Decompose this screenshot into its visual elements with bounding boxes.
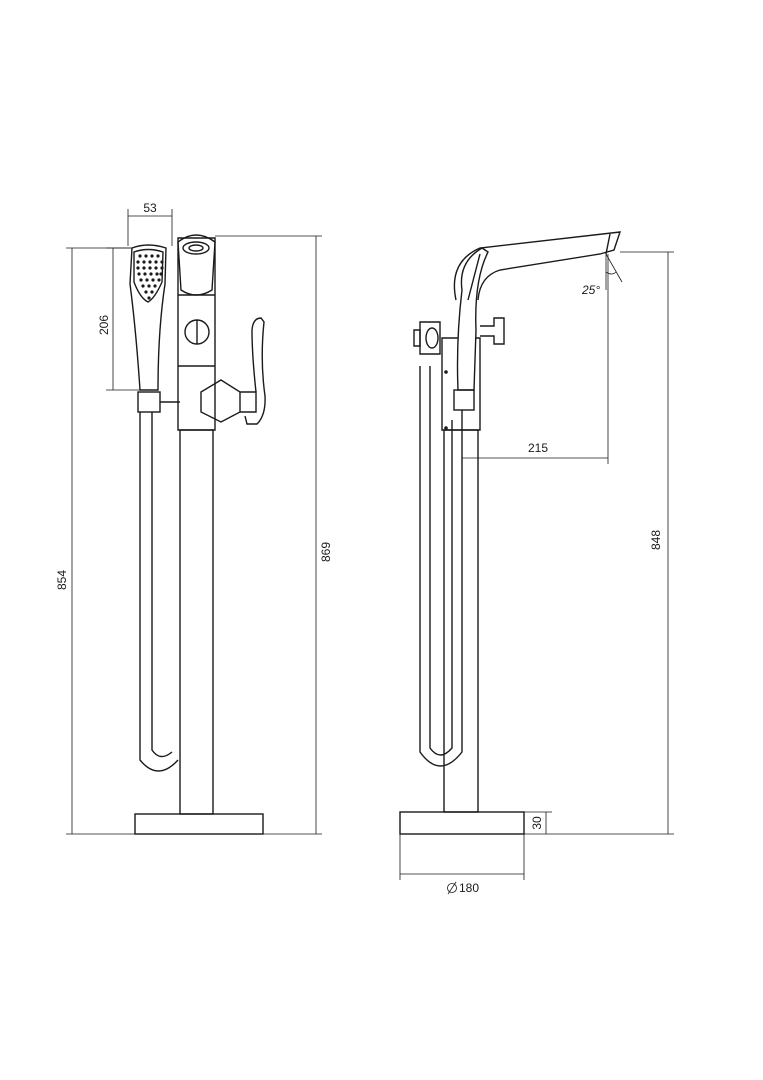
- side-handshower-holder: [453, 389, 475, 411]
- dim-handshower-height: 206: [97, 315, 111, 335]
- front-mixer-body: [200, 379, 241, 423]
- front-spout: [177, 234, 216, 296]
- spray-nozzle: [136, 266, 140, 270]
- spray-nozzle: [159, 272, 163, 276]
- spray-nozzle: [144, 254, 148, 258]
- front-handshower-holder: [137, 391, 161, 413]
- side-back-connector: [419, 321, 441, 355]
- spray-nozzle: [157, 278, 161, 282]
- side-hose-inner: [429, 366, 453, 756]
- spray-nozzle: [137, 272, 141, 276]
- spray-nozzle: [148, 260, 152, 264]
- spray-nozzle: [160, 260, 164, 264]
- spray-nozzle: [149, 272, 153, 276]
- front-column: [179, 429, 214, 815]
- front-view: 53 206 854 869: [55, 201, 333, 835]
- spray-nozzle: [144, 290, 148, 294]
- dim-base-diameter: 180: [459, 881, 479, 895]
- spray-nozzle: [147, 284, 151, 288]
- spray-nozzle: [143, 272, 147, 276]
- spray-nozzle: [155, 272, 159, 276]
- front-handshower: [129, 244, 167, 391]
- spray-nozzle: [142, 260, 146, 264]
- spray-nozzle: [138, 254, 142, 258]
- dim-side-total-height: 848: [649, 530, 663, 550]
- front-hose-inner: [151, 412, 173, 758]
- dim-spout-reach: 215: [528, 441, 548, 455]
- front-spout-outlet: [182, 241, 210, 255]
- spray-nozzle: [153, 284, 157, 288]
- dim-total-height-right: 869: [319, 542, 333, 562]
- spray-nozzle: [136, 260, 140, 264]
- spray-nozzle: [154, 266, 158, 270]
- spray-nozzle: [151, 278, 155, 282]
- spray-nozzle: [142, 266, 146, 270]
- spray-nozzle: [150, 290, 154, 294]
- side-spout: [453, 231, 622, 301]
- side-handshower: [456, 247, 489, 391]
- side-hose-outer: [419, 366, 463, 767]
- spray-nozzle: [156, 254, 160, 258]
- spray-nozzle: [147, 296, 151, 300]
- dim-base-height: 30: [530, 816, 544, 830]
- front-lever-handle: [244, 317, 266, 425]
- side-column: [443, 429, 479, 813]
- side-base-plate: [399, 811, 525, 835]
- dim-total-height-left: 854: [55, 570, 69, 590]
- front-base-plate: [134, 813, 264, 835]
- spray-nozzle: [139, 278, 143, 282]
- spray-nozzle: [154, 260, 158, 264]
- side-front-connector: [480, 317, 505, 345]
- spray-nozzle: [160, 266, 164, 270]
- spray-nozzle: [145, 278, 149, 282]
- front-hose-outer: [139, 412, 179, 772]
- side-view: 25° 215 848 30: [399, 231, 674, 895]
- spray-nozzle: [141, 284, 145, 288]
- spray-nozzle: [148, 266, 152, 270]
- diameter-icon: [447, 881, 457, 895]
- spray-nozzle: [150, 254, 154, 258]
- front-spray-face-dots: [136, 254, 164, 300]
- dim-handshower-width: 53: [143, 201, 157, 215]
- dim-spout-angle: 25°: [581, 283, 600, 297]
